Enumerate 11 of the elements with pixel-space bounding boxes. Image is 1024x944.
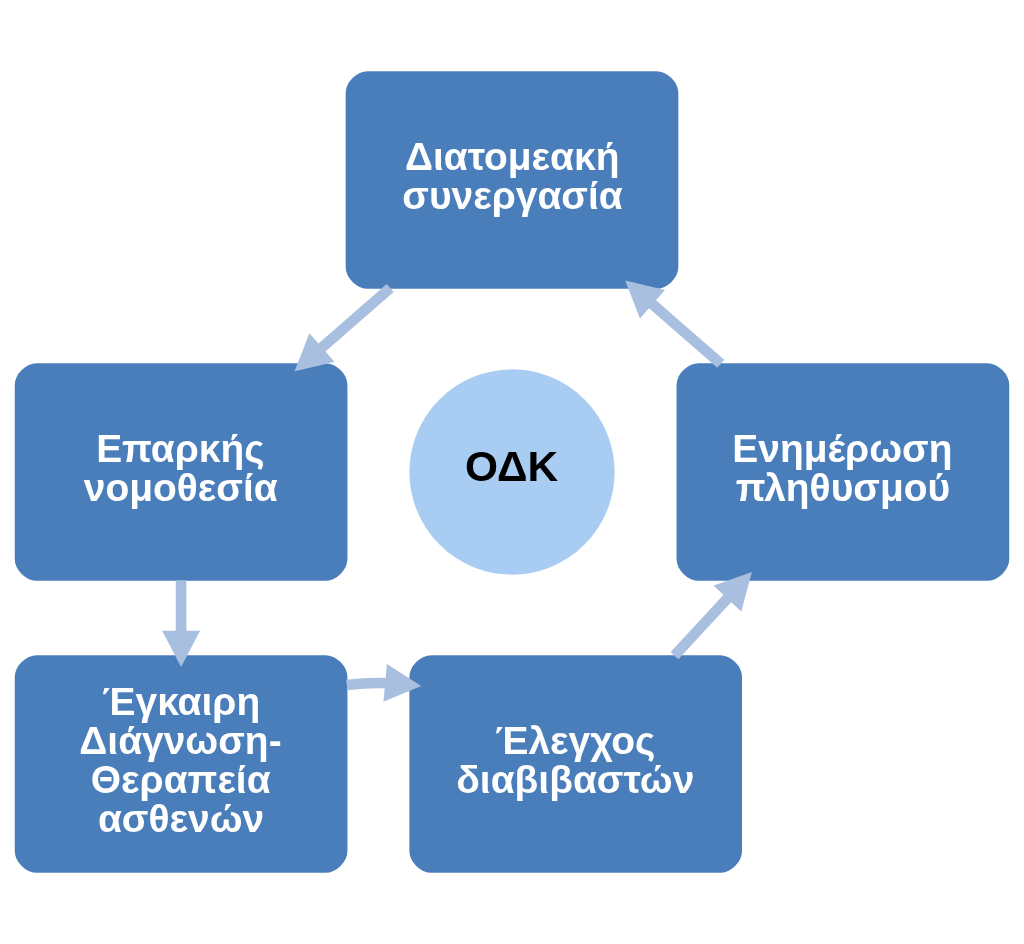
arrow [294, 283, 394, 372]
node-box: Επαρκής νομοθεσία [14, 363, 348, 581]
node-box: Έλεγχος διαβιβαστών [409, 655, 743, 873]
node-box: Ενημέρωση πληθυσμού [676, 363, 1010, 581]
arrow [346, 663, 422, 702]
node-box: Έγκαιρη Διάγνωση- Θεραπεία ασθενών [14, 655, 348, 873]
arrow [625, 280, 725, 368]
arrow [162, 580, 201, 667]
node-circle: ΟΔΚ [409, 369, 615, 575]
arrow [670, 571, 752, 660]
node-box: Διατομεακή συνεργασία [345, 71, 679, 289]
